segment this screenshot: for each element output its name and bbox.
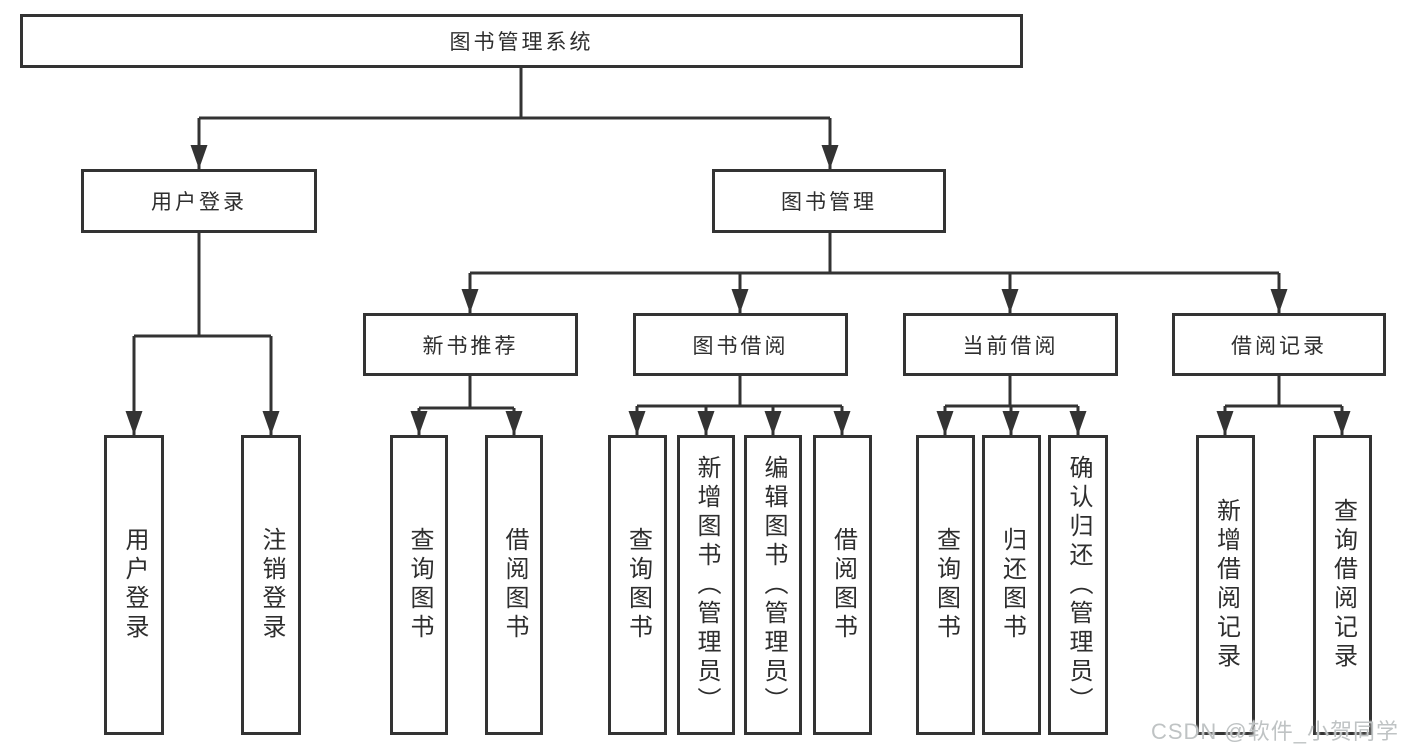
node-label: 图书管理: [781, 191, 877, 214]
node-label: 借阅记录: [1231, 334, 1327, 358]
node-label: 查询图书: [624, 527, 652, 643]
leaf-add-borrow-record: 新增借阅记录: [1196, 435, 1255, 735]
node-label: 图书管理系统: [449, 31, 594, 54]
node-user-login: 用户登录: [81, 169, 317, 233]
leaf-query-borrow-record: 查询借阅记录: [1313, 435, 1372, 735]
node-book-management: 图书管理: [712, 169, 946, 233]
leaf-borrow-books-recommend: 借阅图书: [485, 435, 543, 735]
node-label: 确认归还（管理员）: [1065, 454, 1092, 716]
node-label: 归还图书: [998, 527, 1026, 643]
leaf-return-book: 归还图书: [982, 435, 1041, 735]
node-current-borrowing: 当前借阅: [903, 313, 1118, 376]
node-new-book-recommendation: 新书推荐: [363, 313, 578, 376]
node-label: 借阅图书: [501, 527, 528, 643]
node-label: 借阅图书: [829, 527, 857, 643]
node-label: 注销登录: [258, 527, 285, 643]
node-label: 新增图书（管理员）: [693, 454, 720, 716]
node-label: 编辑图书（管理员）: [760, 454, 787, 716]
node-book-borrowing: 图书借阅: [633, 313, 848, 376]
leaf-add-book-admin: 新增图书（管理员）: [677, 435, 735, 735]
node-label: 查询图书: [932, 527, 960, 643]
leaf-borrow-books-borrowing: 借阅图书: [813, 435, 872, 735]
leaf-confirm-return-admin: 确认归还（管理员）: [1048, 435, 1108, 735]
node-label: 用户登录: [151, 191, 247, 214]
node-library-management-system: 图书管理系统: [20, 14, 1023, 68]
arrowhead-group: [125, 118, 1351, 435]
node-label: 查询借阅记录: [1329, 498, 1357, 672]
node-label: 查询图书: [406, 527, 433, 643]
watermark: CSDN @软件_小贺同学: [1150, 719, 1399, 744]
node-label: 新增借阅记录: [1212, 498, 1240, 672]
node-label: 图书借阅: [692, 334, 789, 358]
leaf-logout: 注销登录: [241, 435, 301, 735]
leaf-user-login: 用户登录: [104, 435, 164, 735]
node-label: 用户登录: [121, 527, 148, 643]
leaf-query-books-borrowing: 查询图书: [608, 435, 667, 735]
leaf-query-books-recommend: 查询图书: [390, 435, 448, 735]
leaf-query-books-current: 查询图书: [916, 435, 975, 735]
leaf-edit-book-admin: 编辑图书（管理员）: [744, 435, 802, 735]
node-label: 当前借阅: [962, 334, 1059, 358]
node-borrowing-records: 借阅记录: [1172, 313, 1386, 376]
node-label: 新书推荐: [422, 334, 519, 358]
